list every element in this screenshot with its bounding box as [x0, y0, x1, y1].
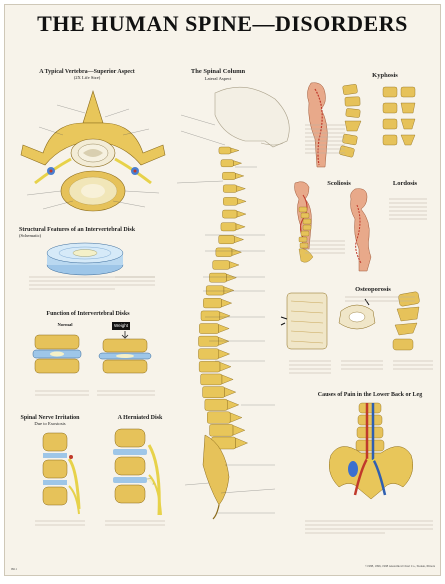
spinous-process-shape: [219, 311, 231, 321]
spinal-column-illustration: [176, 86, 290, 520]
spinous-process-shape: [218, 336, 230, 346]
spinous-process-shape: [227, 399, 240, 410]
nerve-irritation-title: Spinal Nerve Irritation: [20, 415, 80, 421]
spinous-process-shape: [218, 324, 230, 333]
lordosis-title: Lordosis: [392, 180, 418, 187]
disc-structure-title: Structural Features of an Intervertebral…: [19, 227, 136, 233]
herniated-disc-illustration: [113, 428, 162, 516]
kyphosis-title: Kyphosis: [372, 72, 398, 79]
low-back-title: Causes of Pain in the Lower Back or Leg: [317, 392, 423, 398]
poster-title: THE HUMAN SPINE—DISORDERS: [37, 11, 408, 36]
spinous-process-shape: [229, 261, 240, 269]
spinous-process-shape: [230, 147, 240, 154]
spinous-process-shape: [230, 412, 243, 423]
vertebra-illustration: [20, 89, 166, 212]
spinous-process-shape: [221, 299, 233, 308]
spinal-column-subtitle: Lateral Aspect: [204, 76, 232, 81]
poster: THE HUMAN SPINE—DISORDERS A Typical Vert…: [4, 4, 441, 576]
spinous-process-shape: [237, 198, 247, 205]
spinal-column-title: The Spinal Column: [190, 68, 246, 75]
vertebra-title: A Typical Vertebra—Superior Aspect: [39, 69, 135, 75]
scoliosis-illustration: [294, 181, 314, 263]
spinous-process-shape: [223, 286, 235, 295]
disc-function-title: Function of Intervertebral Disks: [46, 311, 130, 317]
nerve-irritation-subtitle: Due to Exostosis: [34, 421, 66, 426]
spinous-process-shape: [234, 235, 245, 244]
spinous-process-shape: [235, 172, 245, 179]
lordosis-illustration: [350, 188, 372, 272]
spinous-process-shape: [233, 160, 243, 167]
kyphosis-illustration: [307, 82, 416, 168]
copyright-text: ©1988, 1996, 1998 Anatomical Chart Co., …: [364, 564, 435, 568]
fine-print-lines: [29, 124, 433, 534]
low-back-illustration: [329, 402, 413, 500]
disc-schematic-illustration: [46, 242, 124, 276]
disc-structure-subtitle: (Schematic): [19, 233, 42, 238]
spinous-process-shape: [219, 362, 232, 372]
osteoporosis-illustration: [280, 291, 420, 351]
nerve-irritation-illustration: [42, 432, 81, 515]
disc-function-normal-label: Normal: [57, 322, 73, 327]
disc-function-illustration: [32, 331, 152, 374]
spinous-process-shape: [218, 349, 231, 359]
spinous-process-shape: [231, 248, 243, 256]
spinous-process-shape: [235, 437, 249, 449]
spinous-process-shape: [236, 185, 246, 192]
spinous-process-shape: [232, 425, 246, 436]
spinous-process-shape: [224, 387, 237, 397]
scoliosis-title: Scoliosis: [327, 180, 351, 187]
weight-box: Weight: [112, 322, 130, 330]
catalog-number: 9911: [11, 567, 17, 571]
osteoporosis-title: Osteoporosis: [355, 286, 391, 293]
spinous-process-shape: [235, 223, 246, 231]
spinous-process-shape: [236, 210, 247, 218]
spinous-process-shape: [226, 273, 237, 282]
vertebra-subtitle: (2X Life Size): [73, 75, 101, 80]
herniated-title: A Herniated Disk: [117, 415, 163, 421]
spinous-process-shape: [221, 374, 234, 385]
